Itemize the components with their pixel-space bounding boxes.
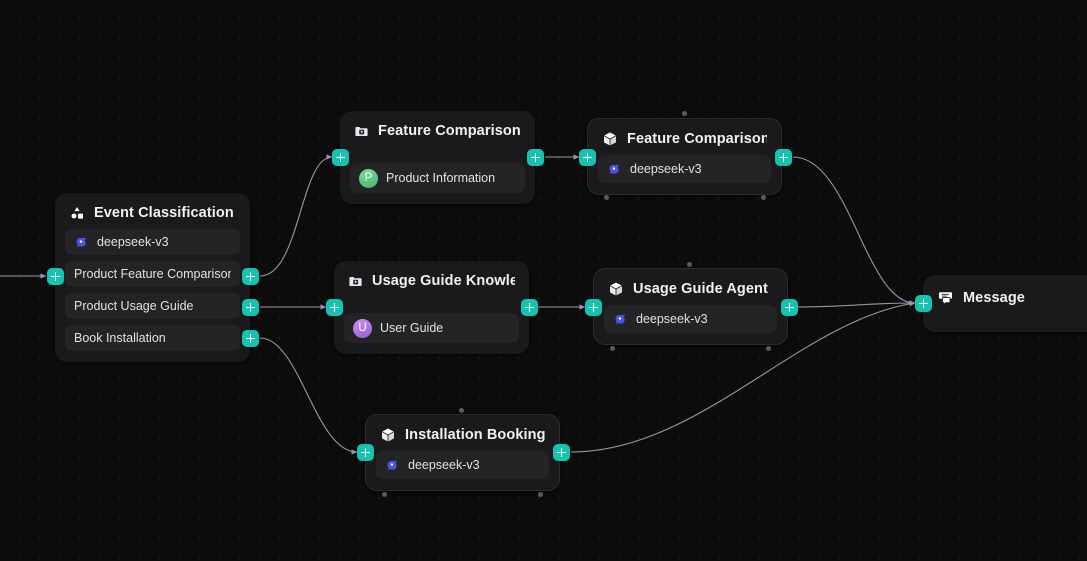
node-body: U User Guide <box>334 297 529 354</box>
knowledge-item-row[interactable]: P Product Information <box>350 163 525 193</box>
selection-handle-top[interactable] <box>459 408 464 413</box>
knowledge-base-icon <box>348 274 363 289</box>
port-feature-knowledge-input[interactable] <box>332 149 349 166</box>
deepseek-icon <box>74 235 89 250</box>
agent-cube-icon <box>602 131 618 147</box>
deepseek-icon <box>385 458 400 473</box>
node-feature-comparison-knowledge[interactable]: Feature Comparison ... P Product Informa… <box>340 111 535 204</box>
model-row[interactable]: deepseek-v3 <box>65 229 240 255</box>
selection-handle-bottom-left[interactable] <box>610 346 615 351</box>
deepseek-icon <box>613 312 628 327</box>
knowledge-item-label: User Guide <box>380 321 444 335</box>
node-message[interactable]: Message <box>923 275 1087 332</box>
selection-handle-top[interactable] <box>682 111 687 116</box>
agent-cube-icon <box>380 427 396 443</box>
port-event-classification-out-usage[interactable] <box>242 299 259 316</box>
branch-row-book-installation[interactable]: Book Installation <box>65 325 240 351</box>
agent-cube-icon <box>608 281 624 297</box>
node-title: Installation Booking ... <box>405 427 545 443</box>
edge-feature-agent-to-message <box>792 156 916 306</box>
port-event-classification-input[interactable] <box>47 268 64 285</box>
node-title: Usage Guide Knowle... <box>372 273 515 289</box>
port-feature-agent-input[interactable] <box>579 149 596 166</box>
edge-usage-agent-to-message <box>796 300 916 308</box>
model-row[interactable]: deepseek-v3 <box>604 305 777 333</box>
selection-handle-bottom-right[interactable] <box>761 195 766 200</box>
model-row[interactable]: deepseek-v3 <box>598 155 771 183</box>
node-header: Usage Guide Knowle... <box>334 261 529 297</box>
classification-shapes-icon <box>69 205 85 221</box>
branch-label: Product Feature Comparison <box>74 267 231 281</box>
node-header: Feature Comparison... <box>588 119 781 155</box>
node-body: P Product Information <box>340 147 535 204</box>
port-usage-knowledge-input[interactable] <box>326 299 343 316</box>
node-feature-comparison-agent[interactable]: Feature Comparison... deepseek-v3 <box>587 118 782 195</box>
port-feature-knowledge-output[interactable] <box>527 149 544 166</box>
node-title: Message <box>963 289 1025 306</box>
deepseek-icon <box>607 162 622 177</box>
port-event-classification-out-installation[interactable] <box>242 330 259 347</box>
message-bubble-icon <box>937 289 954 306</box>
avatar: P <box>359 168 378 188</box>
branch-row-product-usage-guide[interactable]: Product Usage Guide <box>65 293 240 319</box>
model-name: deepseek-v3 <box>636 312 708 326</box>
node-title: Usage Guide Agent <box>633 281 768 297</box>
port-message-input[interactable] <box>915 295 932 312</box>
selection-handle-top[interactable] <box>687 262 692 267</box>
port-usage-agent-input[interactable] <box>585 299 602 316</box>
node-header: Feature Comparison ... <box>340 111 535 147</box>
model-name: deepseek-v3 <box>408 458 480 472</box>
selection-handle-bottom-left[interactable] <box>382 492 387 497</box>
model-name: deepseek-v3 <box>630 162 702 176</box>
port-installation-agent-input[interactable] <box>357 444 374 461</box>
branch-label: Product Usage Guide <box>74 299 194 313</box>
node-body: deepseek-v3 <box>588 155 781 194</box>
node-usage-guide-agent[interactable]: Usage Guide Agent deepseek-v3 <box>593 268 788 345</box>
node-header: Event Classification <box>55 193 250 229</box>
selection-handle-bottom-right[interactable] <box>538 492 543 497</box>
selection-handle-bottom-left[interactable] <box>604 195 609 200</box>
node-installation-booking-agent[interactable]: Installation Booking ... deepseek-v3 <box>365 414 560 491</box>
node-title: Feature Comparison ... <box>378 123 521 139</box>
node-header: Message <box>923 275 1087 314</box>
edge-branch3-to-installation-agent <box>259 337 358 455</box>
branch-label: Book Installation <box>74 331 166 345</box>
node-event-classification[interactable]: Event Classification deepseek-v3 Product… <box>55 193 250 362</box>
node-usage-guide-knowledge[interactable]: Usage Guide Knowle... U User Guide <box>334 261 529 354</box>
knowledge-item-row[interactable]: U User Guide <box>344 313 519 343</box>
branch-row-product-feature-comparison[interactable]: Product Feature Comparison <box>65 261 240 287</box>
avatar: U <box>353 318 372 338</box>
model-name: deepseek-v3 <box>97 235 169 249</box>
node-title: Event Classification <box>94 205 234 221</box>
node-body: deepseek-v3 Product Feature Comparison P… <box>55 229 250 362</box>
node-header: Installation Booking ... <box>366 415 559 451</box>
port-event-classification-out-feature[interactable] <box>242 268 259 285</box>
selection-handle-bottom-right[interactable] <box>766 346 771 351</box>
port-usage-agent-output[interactable] <box>781 299 798 316</box>
knowledge-base-icon <box>354 124 369 139</box>
port-installation-agent-output[interactable] <box>553 444 570 461</box>
node-header: Usage Guide Agent <box>594 269 787 305</box>
model-row[interactable]: deepseek-v3 <box>376 451 549 479</box>
knowledge-item-label: Product Information <box>386 171 496 185</box>
port-usage-knowledge-output[interactable] <box>521 299 538 316</box>
node-body: deepseek-v3 <box>366 451 559 490</box>
edge-branch1-to-feature-knowledge <box>259 154 333 277</box>
node-body: deepseek-v3 <box>594 305 787 344</box>
node-title: Feature Comparison... <box>627 131 767 147</box>
port-feature-agent-output[interactable] <box>775 149 792 166</box>
